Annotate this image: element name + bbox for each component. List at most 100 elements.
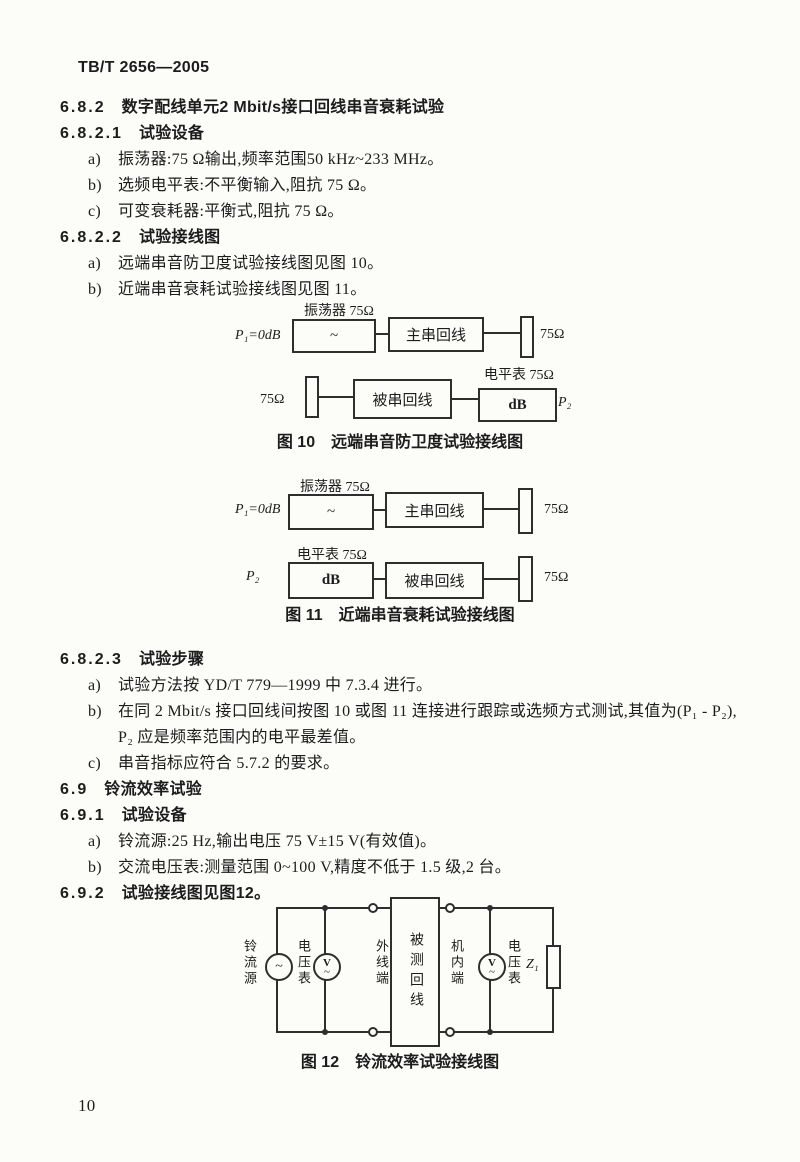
level-p1-label: P₁=0dB xyxy=(235,328,281,343)
list-item: b) 交流电压表:测量范围 0~100 V,精度不低于 1.5 级,2 台。 xyxy=(88,858,511,878)
loop-under-test-box: 被测回线 xyxy=(390,897,440,1047)
figure-number: 图 11 xyxy=(285,607,323,624)
figure-title: 近端串音衰耗试验接线图 xyxy=(338,607,515,624)
wire xyxy=(480,332,520,334)
oscillator-box: ~ xyxy=(288,494,374,530)
figure-11-caption: 图 11 近端串音衰耗试验接线图 xyxy=(0,601,800,625)
item-tag: b) xyxy=(88,281,102,298)
termination-resistor xyxy=(518,556,533,602)
figure-number: 图 12 xyxy=(300,1054,340,1071)
level-meter-box: dB xyxy=(478,388,557,422)
terminal-circle xyxy=(368,1027,378,1037)
level-p1-label: P₁=0dB xyxy=(235,502,281,517)
item-text: 近端串音衰耗试验接线图见图 11。 xyxy=(118,281,367,298)
heading-6-8-2-1: 6.8.2.1 试验设备 xyxy=(60,124,204,144)
list-item: c) 可变衰耗器:平衡式,阻抗 75 Ω。 xyxy=(88,202,344,222)
section-title: 试验设备 xyxy=(138,125,205,142)
impedance-label: 75Ω xyxy=(260,392,285,407)
list-item: a)铃流源:25 Hz,输出电压 75 V±15 V(有效值)。 xyxy=(88,832,436,852)
item-text: 在同 2 Mbit/s 接口回线间按图 10 或图 11 连接进行跟踪或选频方式… xyxy=(118,703,737,720)
disturbed-loop-box: 被串回线 xyxy=(385,562,484,599)
doc-number: TB/T 2656—2005 xyxy=(78,59,210,76)
voltmeter-label: 电压表 xyxy=(296,939,311,987)
item-tag: c) xyxy=(88,755,102,772)
list-item: b) 在同 2 Mbit/s 接口回线间按图 10 或图 11 连接进行跟踪或选频… xyxy=(88,702,737,722)
wire xyxy=(370,578,385,580)
list-item: a) 振荡器:75 Ω输出,频率范围50 kHz~233 MHz。 xyxy=(88,150,444,170)
junction-dot xyxy=(487,905,493,911)
sine-symbol: ~ xyxy=(275,959,283,974)
wire xyxy=(480,578,518,580)
list-item-continuation: P₂ 应是频率范围内的电平最差值。 xyxy=(118,729,366,746)
inner-end-label: 机内端 xyxy=(449,939,464,987)
impedance-label: 75Ω xyxy=(540,327,565,342)
level-meter-label: 电平表 75Ω xyxy=(484,368,554,383)
terminal-circle xyxy=(368,903,378,913)
item-text: 铃流源:25 Hz,输出电压 75 V±15 V(有效值)。 xyxy=(118,833,437,850)
impedance-resistor xyxy=(546,945,561,989)
list-item: b) 近端串音衰耗试验接线图见图 11。 xyxy=(88,280,367,300)
section-number: 6.8.2.1 xyxy=(60,125,123,142)
disturbed-loop-box: 被串回线 xyxy=(353,379,452,419)
junction-dot xyxy=(322,1029,328,1035)
list-item: b)选频电平表:不平衡输入,阻抗 75 Ω。 xyxy=(88,176,376,196)
item-text: 交流电压表:测量范围 0~100 V,精度不低于 1.5 级,2 台。 xyxy=(118,859,512,876)
voltmeter-icon: V ~ xyxy=(313,953,341,981)
figure-title: 远端串音防卫度试验接线图 xyxy=(331,434,524,451)
outer-line-end-label: 外线端 xyxy=(374,939,389,987)
section-title: 数字配线单元2 Mbit/s接口回线串音衰耗试验 xyxy=(121,99,445,116)
list-item: a)试验方法按 YD/T 779—1999 中 7.3.4 进行。 xyxy=(88,676,432,696)
page-number: 10 xyxy=(78,1096,96,1115)
item-tag: a) xyxy=(88,151,102,168)
item-text: 振荡器:75 Ω输出,频率范围50 kHz~233 MHz。 xyxy=(118,151,444,168)
oscillator-box: ~ xyxy=(292,319,376,353)
item-text: 可变衰耗器:平衡式,阻抗 75 Ω。 xyxy=(118,203,344,220)
wire xyxy=(317,396,353,398)
impedance-label: 75Ω xyxy=(544,570,569,585)
main-loop-box: 主串回线 xyxy=(385,492,484,528)
main-loop-box: 主串回线 xyxy=(388,317,484,352)
section-number: 6.8.2.2 xyxy=(60,229,123,246)
oscillator-label: 振荡器 75Ω xyxy=(304,304,374,319)
section-title: 试验接线图 xyxy=(138,229,221,246)
item-tag: c) xyxy=(88,203,102,220)
junction-dot xyxy=(322,905,328,911)
termination-resistor xyxy=(518,488,533,534)
volt-symbol: V xyxy=(488,957,496,969)
section-number: 6.9.1 xyxy=(60,807,106,824)
figure-10-diagram: 振荡器 75Ω P₁=0dB ~ 主串回线 75Ω 电平表 75Ω 75Ω 被串… xyxy=(230,300,650,426)
termination-resistor xyxy=(305,376,319,418)
item-text: 串音指标应符合 5.7.2 的要求。 xyxy=(118,755,340,772)
voltmeter-icon: V ~ xyxy=(478,953,506,981)
terminal-circle xyxy=(445,1027,455,1037)
section-title: 铃流效率试验 xyxy=(104,781,203,798)
impedance-label: 75Ω xyxy=(544,502,569,517)
level-meter-label: 电平表 75Ω xyxy=(297,548,367,563)
section-title: 试验设备 xyxy=(121,807,187,824)
figure-12-caption: 图 12 铃流效率试验接线图 xyxy=(0,1048,800,1072)
termination-resistor xyxy=(520,316,534,358)
item-tag: b) xyxy=(88,703,102,720)
terminal-circle xyxy=(445,903,455,913)
figure-number: 图 10 xyxy=(276,434,316,451)
loop-under-test-label: 被测回线 xyxy=(408,932,423,1012)
ring-source-icon: ~ xyxy=(265,953,293,981)
item-text: 远端串音防卫度试验接线图见图 10。 xyxy=(118,255,384,272)
item-tag: b) xyxy=(88,859,102,876)
level-p2-label: P₂ xyxy=(558,395,572,410)
figure-title: 铃流效率试验接线图 xyxy=(355,1054,500,1071)
heading-6-8-2-2: 6.8.2.2 试验接线图 xyxy=(60,228,220,248)
wire xyxy=(480,508,518,510)
section-number: 6.8.2.3 xyxy=(60,651,123,668)
section-title: 试验接线图见图12。 xyxy=(121,885,271,902)
item-tag: b) xyxy=(88,177,102,194)
item-tag: a) xyxy=(88,255,102,272)
heading-6-9-1: 6.9.1 试验设备 xyxy=(60,806,187,826)
figure-11-diagram: 振荡器 75Ω P₁=0dB ~ 主串回线 75Ω 电平表 75Ω P₂ dB … xyxy=(230,476,650,602)
item-tag: a) xyxy=(88,677,102,694)
list-item: a) 远端串音防卫度试验接线图见图 10。 xyxy=(88,254,383,274)
